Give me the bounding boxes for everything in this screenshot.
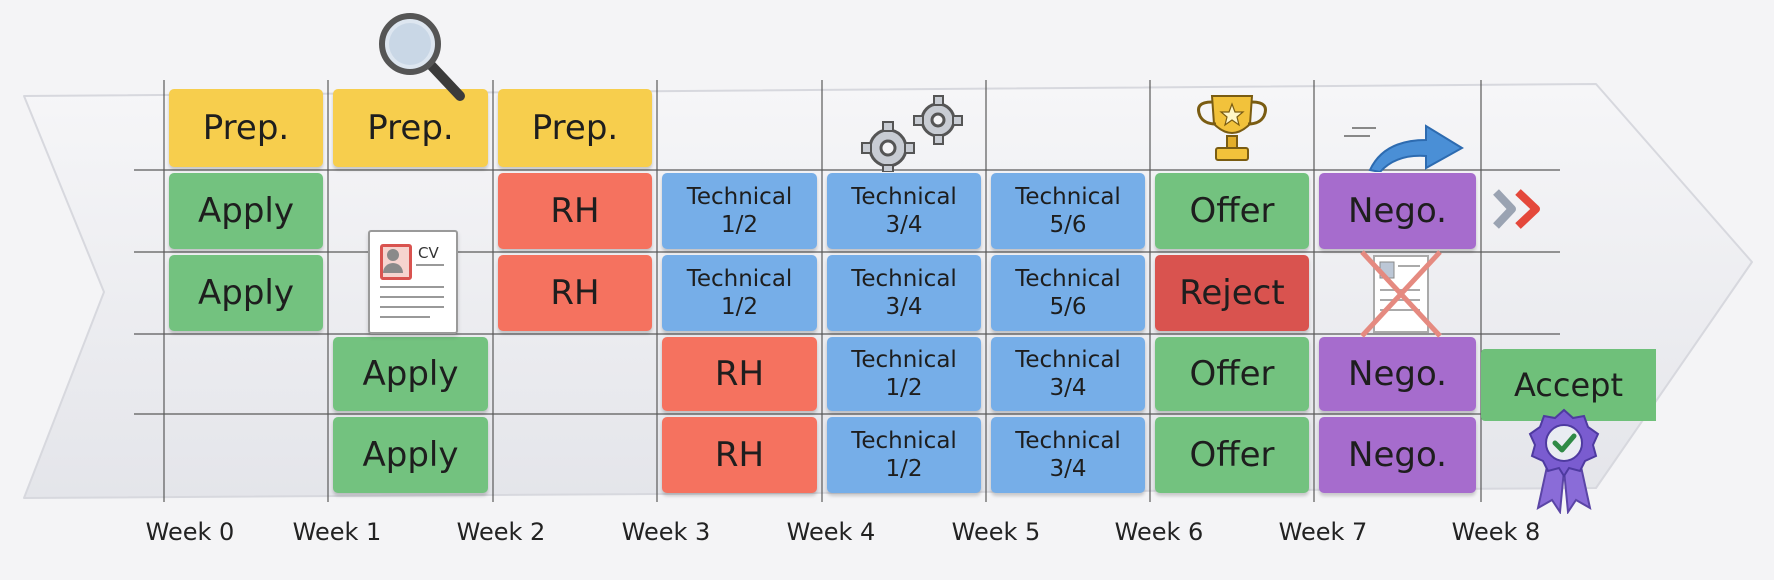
task-block-offer: Offer bbox=[1155, 417, 1309, 493]
task-block-apply: Apply bbox=[333, 337, 488, 411]
week-label: Week 7 bbox=[1278, 518, 1368, 546]
week-label: Week 8 bbox=[1451, 518, 1541, 546]
task-block-technical: Technical 5/6 bbox=[991, 173, 1145, 249]
task-block-apply: Apply bbox=[169, 255, 323, 331]
week-label: Week 3 bbox=[621, 518, 711, 546]
task-block-technical: Technical 1/2 bbox=[827, 337, 981, 411]
cv-label: CV bbox=[418, 244, 439, 262]
task-block-rh: RH bbox=[498, 255, 652, 331]
accept-label: Accept bbox=[1481, 349, 1656, 421]
task-block-rh: RH bbox=[498, 173, 652, 249]
week-label: Week 1 bbox=[292, 518, 382, 546]
week-label: Week 2 bbox=[456, 518, 546, 546]
task-block-prep: Prep. bbox=[333, 89, 488, 167]
next-chevron-icon bbox=[1493, 189, 1540, 229]
task-block-prep: Prep. bbox=[498, 89, 652, 167]
task-block-offer: Offer bbox=[1155, 173, 1309, 249]
week-label: Week 5 bbox=[951, 518, 1041, 546]
week-label: Week 4 bbox=[786, 518, 876, 546]
rejected-cv-icon bbox=[1360, 250, 1442, 338]
cv-document-icon: CV bbox=[368, 230, 458, 334]
task-block-technical: Technical 3/4 bbox=[991, 417, 1145, 493]
trophy-icon bbox=[1197, 95, 1267, 161]
task-block-nego: Nego. bbox=[1319, 417, 1476, 493]
task-block-reject: Reject bbox=[1155, 255, 1309, 331]
forward-arrow-icon bbox=[1344, 124, 1464, 172]
task-block-technical: Technical 1/2 bbox=[662, 173, 817, 249]
task-block-technical: Technical 1/2 bbox=[827, 417, 981, 493]
task-block-technical: Technical 3/4 bbox=[827, 173, 981, 249]
task-block-technical: Technical 5/6 bbox=[991, 255, 1145, 331]
task-block-apply: Apply bbox=[333, 417, 488, 493]
task-block-technical: Technical 1/2 bbox=[662, 255, 817, 331]
week-label: Week 6 bbox=[1114, 518, 1204, 546]
task-block-technical: Technical 3/4 bbox=[827, 255, 981, 331]
task-block-nego: Nego. bbox=[1319, 337, 1476, 411]
task-block-apply: Apply bbox=[169, 173, 323, 249]
task-block-technical: Technical 3/4 bbox=[991, 337, 1145, 411]
task-block-offer: Offer bbox=[1155, 337, 1309, 411]
magnifier-icon bbox=[379, 13, 465, 101]
approved-badge-icon bbox=[1528, 408, 1600, 514]
task-block-prep: Prep. bbox=[169, 89, 323, 167]
task-block-rh: RH bbox=[662, 417, 817, 493]
task-block-rh: RH bbox=[662, 337, 817, 411]
task-block-nego: Nego. bbox=[1319, 173, 1476, 249]
gears-icon bbox=[861, 95, 963, 172]
week-label: Week 0 bbox=[145, 518, 235, 546]
